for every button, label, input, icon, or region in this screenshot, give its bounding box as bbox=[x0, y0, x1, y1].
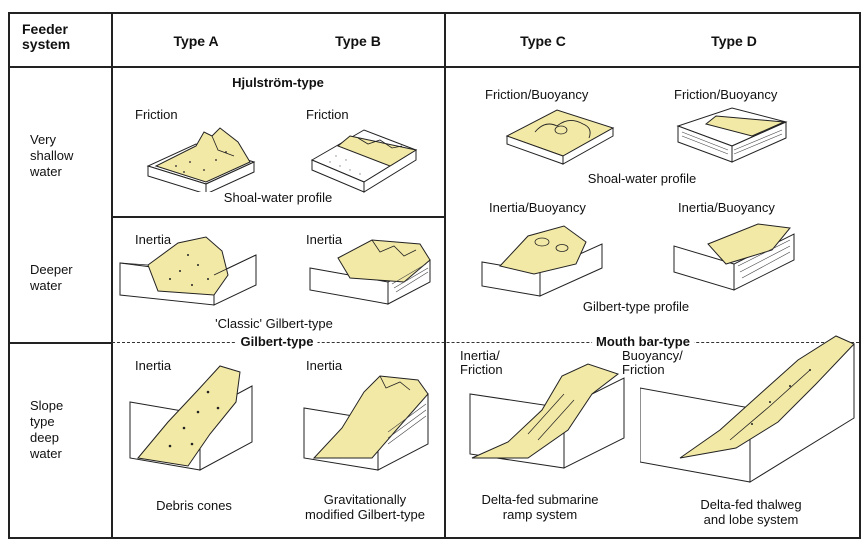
block-diagram-b3 bbox=[303, 375, 429, 471]
block-diagram-d3 bbox=[640, 335, 855, 483]
block-diagram-d1 bbox=[676, 107, 788, 163]
header-type-b: Type B bbox=[335, 33, 381, 49]
block-diagram-a1 bbox=[146, 127, 256, 192]
bottom-border bbox=[8, 537, 861, 539]
row-label-deeper: Deeper water bbox=[30, 262, 73, 293]
row-divider-shallow-deeper bbox=[111, 216, 445, 218]
block-diagram-c1 bbox=[505, 109, 615, 165]
column-divider-ab-cd bbox=[444, 12, 446, 538]
header-bottom-border bbox=[8, 66, 861, 68]
group-mouth-bar: Mouth bar-type bbox=[592, 334, 694, 349]
column-divider-feeder bbox=[111, 12, 113, 538]
ab1-caption: Shoal-water profile bbox=[223, 190, 333, 205]
row-divider-deeper-slope-left bbox=[8, 342, 112, 344]
row-label-slope: Slope type deep water bbox=[30, 398, 64, 461]
row-label-very-shallow: Very shallow water bbox=[30, 132, 74, 179]
b3-mechanism: Inertia bbox=[306, 358, 343, 373]
a3-caption: Debris cones bbox=[156, 498, 232, 513]
left-border bbox=[8, 12, 10, 538]
block-diagram-b1 bbox=[310, 129, 418, 193]
header-type-c: Type C bbox=[520, 33, 566, 49]
cd1-caption: Shoal-water profile bbox=[587, 171, 697, 186]
block-diagram-d2 bbox=[673, 223, 795, 291]
header-type-a: Type A bbox=[173, 33, 219, 49]
group-gilbert: Gilbert-type bbox=[236, 334, 318, 349]
row-divider-deeper-slope-dashed bbox=[112, 342, 859, 343]
ab2-caption: 'Classic' Gilbert-type bbox=[215, 316, 333, 331]
top-border bbox=[8, 12, 861, 14]
c3-mechanism: Inertia/ Friction bbox=[460, 348, 503, 377]
c2-mechanism: Inertia/Buoyancy bbox=[489, 200, 586, 215]
right-border bbox=[859, 12, 861, 538]
b1-mechanism: Friction bbox=[306, 107, 349, 122]
a1-mechanism: Friction bbox=[135, 107, 178, 122]
a2-mechanism: Inertia bbox=[135, 232, 172, 247]
d3-caption: Delta-fed thalweg and lobe system bbox=[700, 497, 802, 527]
a3-mechanism: Inertia bbox=[135, 358, 172, 373]
block-diagram-c3 bbox=[469, 363, 625, 469]
block-diagram-c2 bbox=[481, 225, 603, 297]
c3-caption: Delta-fed submarine ramp system bbox=[481, 492, 599, 522]
b2-mechanism: Inertia bbox=[306, 232, 343, 247]
cd2-caption: Gilbert-type profile bbox=[582, 299, 690, 314]
d2-mechanism: Inertia/Buoyancy bbox=[678, 200, 775, 215]
block-diagram-a3 bbox=[129, 365, 253, 471]
c1-mechanism: Friction/Buoyancy bbox=[485, 87, 589, 102]
b3-caption: Gravitationally modified Gilbert-type bbox=[305, 492, 425, 522]
d1-mechanism: Friction/Buoyancy bbox=[674, 87, 778, 102]
header-type-d: Type D bbox=[711, 33, 757, 49]
block-diagram-a2 bbox=[119, 236, 257, 306]
block-diagram-b2 bbox=[309, 239, 431, 305]
d3-mechanism: Buoyancy/ Friction bbox=[622, 348, 683, 377]
group-hjulstrom: Hjulström-type bbox=[232, 75, 324, 90]
header-feeder-system: Feeder system bbox=[22, 21, 71, 52]
